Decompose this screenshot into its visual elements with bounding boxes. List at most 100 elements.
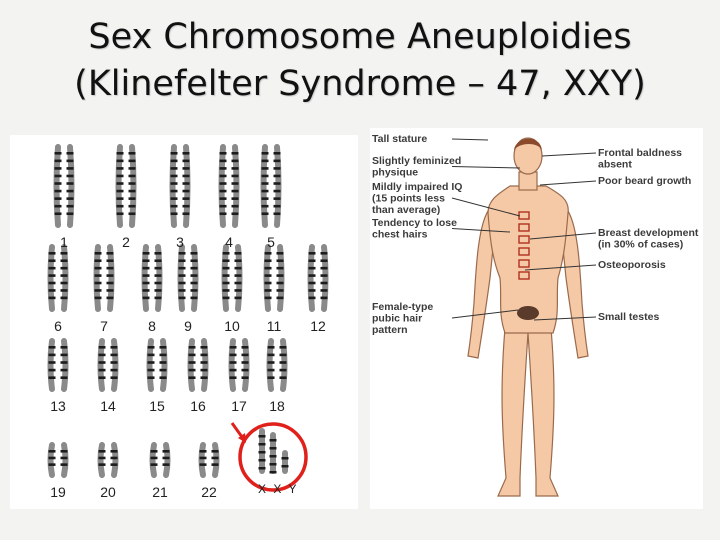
chromosome-pair-3-band (182, 174, 190, 178)
chromosome-pair-13 (47, 338, 69, 392)
chromosome-pair-16-band (200, 376, 208, 379)
chromosome-pair-7-band (94, 266, 102, 270)
chromosome-pair-6-chromatid (61, 244, 69, 312)
chromosome-pair-2-band (128, 159, 136, 163)
chromosome-pair-10-band (222, 296, 230, 300)
x-chromosome-1-band (258, 435, 266, 438)
chromosome-pair-8-chromatid (141, 244, 149, 312)
chromosome-pair-17-band (229, 353, 237, 357)
chromosome-pair-15-band (159, 368, 167, 372)
chromosome-number: 12 (310, 318, 326, 334)
chromosome-pair-8-band (142, 281, 150, 285)
chromosome-pair-17-band (241, 368, 249, 372)
chromosome-pair-3-band (170, 189, 178, 193)
chromosome-pair-16-band (200, 353, 208, 357)
chromosome-pair-18-band (267, 361, 275, 364)
chromosome-pair-13-band (48, 368, 56, 372)
chromosome-pair-2-band (116, 159, 124, 163)
chromosome-pair-15-band (147, 368, 155, 372)
chromosome-pair-6-band (48, 281, 56, 285)
chromosome-number: 6 (54, 318, 62, 334)
chromosome-pair-17-band (229, 368, 237, 372)
x-chromosome-2-band (269, 447, 277, 450)
chromosome-pair-20-band (98, 450, 106, 453)
chromosome-pair-7-band (94, 296, 102, 300)
chromosome-pair-2-band (116, 189, 124, 193)
left-leader-line-1 (451, 138, 489, 141)
chromosome-pair-8-chromatid (155, 244, 163, 312)
chromosome-pair-6-band (48, 274, 56, 277)
chromosome-pair-14-band (98, 346, 106, 349)
chromosome-pair-22 (198, 442, 220, 478)
chromosome-pair-21-band (150, 456, 158, 460)
chromosome-pair-3-band (170, 159, 178, 163)
chromosome-pair-2-band (128, 152, 136, 155)
chromosome-pair-14-chromatid (97, 338, 105, 392)
left-leader-line-3 (451, 197, 521, 217)
right-feature-label-5: Small testes (598, 311, 659, 323)
chromosome-pair-4-band (231, 159, 239, 163)
chromosome-pair-11-band (276, 281, 284, 285)
chromosome-pair-11-band (264, 281, 272, 285)
chromosome-pair-1-band (54, 204, 62, 208)
chromosome-pair-14-band (98, 368, 106, 372)
chromosome-pair-8-band (142, 259, 150, 263)
chromosome-pair-2-band (116, 204, 124, 208)
chromosome-pair-22-chromatid (212, 442, 220, 478)
xxy-label: X X Y (258, 482, 298, 496)
chromosome-pair-5-band (273, 159, 281, 163)
chromosome-pair-16-band (200, 368, 208, 372)
chromosome-pair-19-chromatid (47, 442, 55, 478)
chromosome-pair-7-band (94, 289, 102, 292)
chromosome-pair-8-band (142, 252, 150, 255)
chromosome-pair-15-band (159, 346, 167, 349)
xxy-circle (238, 422, 308, 492)
chromosome-number: 2 (122, 234, 130, 250)
chromosome-pair-11-band (276, 296, 284, 300)
right-leader-line-2 (539, 180, 597, 186)
right-feature-text: Poor beard growth (598, 175, 691, 187)
left-leader-line-2 (451, 166, 521, 169)
right-leader-line-1 (541, 152, 597, 157)
chromosome-pair-12-band (308, 281, 316, 285)
chromosome-pair-20-band (110, 463, 118, 466)
left-feature-text: chest hairs (372, 229, 428, 241)
chromosome-pair-5-band (273, 182, 281, 185)
chromosome-pair-5-band (261, 174, 269, 178)
left-feature-text: Female-type (372, 301, 433, 313)
chromosome-pair-1-band (66, 182, 74, 185)
x-chromosome-2-band (269, 471, 277, 474)
chromosome-pair-12-band (320, 266, 328, 270)
chromosome-pair-22-band (199, 463, 207, 466)
chromosome-pair-18-band (279, 346, 287, 349)
slide-title: Sex Chromosome Aneuploidies (Klinefelter… (0, 14, 720, 108)
chromosome-pair-16-band (188, 353, 196, 357)
chromosome-pair-2-band (116, 152, 124, 155)
left-feature-label-1: Tall stature (372, 133, 427, 145)
chromosome-pair-11-band (276, 274, 284, 277)
chromosome-pair-7-band (94, 252, 102, 255)
chromosome-pair-11-chromatid (263, 244, 271, 312)
chromosome-pair-11-band (276, 259, 284, 263)
chromosome-pair-11-band (276, 289, 284, 292)
chromosome-pair-6-band (60, 289, 68, 292)
chromosome-pair-10-band (234, 252, 242, 255)
x-chromosome-1-band (258, 451, 266, 454)
chromosome-pair-5-band (261, 182, 269, 185)
chromosome-pair-14-band (110, 361, 118, 364)
right-feature-text: Frontal baldness (598, 147, 682, 159)
chromosome-pair-12-band (308, 252, 316, 255)
chromosome-pair-21-band (150, 450, 158, 453)
chromosome-pair-11-band (264, 266, 272, 270)
chromosome-pair-13-band (48, 376, 56, 379)
chromosome-pair-10 (221, 244, 243, 312)
chromosome-pair-11-band (264, 296, 272, 300)
chromosome-number: 17 (231, 398, 247, 414)
chromosome-pair-3-band (170, 204, 178, 208)
chromosome-pair-12-band (320, 274, 328, 277)
chromosome-pair-4-band (231, 152, 239, 155)
chromosome-pair-20-band (110, 450, 118, 453)
chromosome-pair-15-band (159, 353, 167, 357)
chromosome-pair-1-band (54, 174, 62, 178)
